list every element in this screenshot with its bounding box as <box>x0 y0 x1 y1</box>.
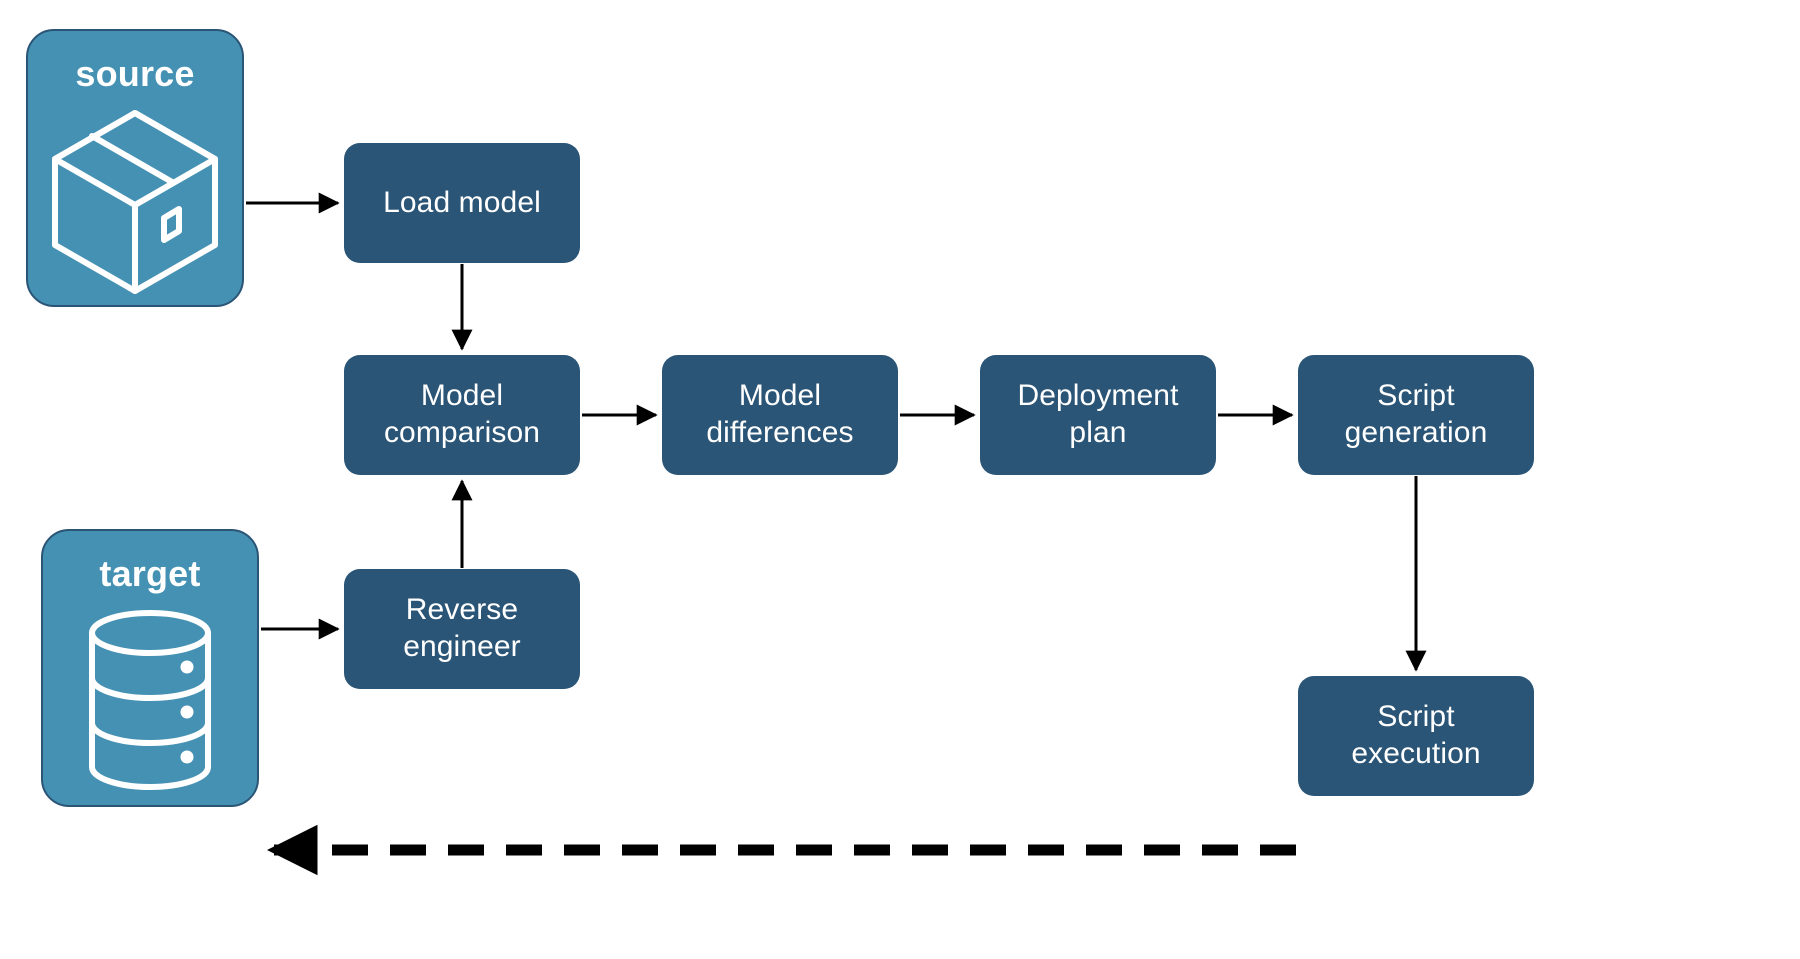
package-box-icon <box>28 95 242 305</box>
step-script-generation[interactable]: Script generation <box>1298 355 1534 475</box>
endpoint-target-label: target <box>99 553 201 594</box>
endpoint-target[interactable]: target <box>41 529 259 807</box>
database-cylinder-icon <box>43 595 257 805</box>
endpoint-source-label: source <box>75 53 195 94</box>
step-script-execution-label: Script execution <box>1351 700 1481 770</box>
endpoint-source[interactable]: source <box>26 29 244 307</box>
step-load-model[interactable]: Load model <box>344 143 580 263</box>
step-deployment-plan-label: Deployment plan <box>1017 379 1179 449</box>
step-model-differences-label: Model differences <box>706 379 854 449</box>
step-load-model-label: Load model <box>383 185 541 219</box>
step-model-comparison-label: Model comparison <box>383 379 541 449</box>
step-deployment-plan[interactable]: Deployment plan <box>980 355 1216 475</box>
step-reverse-engineer[interactable]: Reverse engineer <box>344 569 580 689</box>
step-script-execution[interactable]: Script execution <box>1298 676 1534 796</box>
step-model-comparison[interactable]: Model comparison <box>344 355 580 475</box>
step-script-generation-label: Script generation <box>1344 379 1488 449</box>
step-model-differences[interactable]: Model differences <box>662 355 898 475</box>
step-reverse-engineer-label: Reverse engineer <box>403 593 521 663</box>
